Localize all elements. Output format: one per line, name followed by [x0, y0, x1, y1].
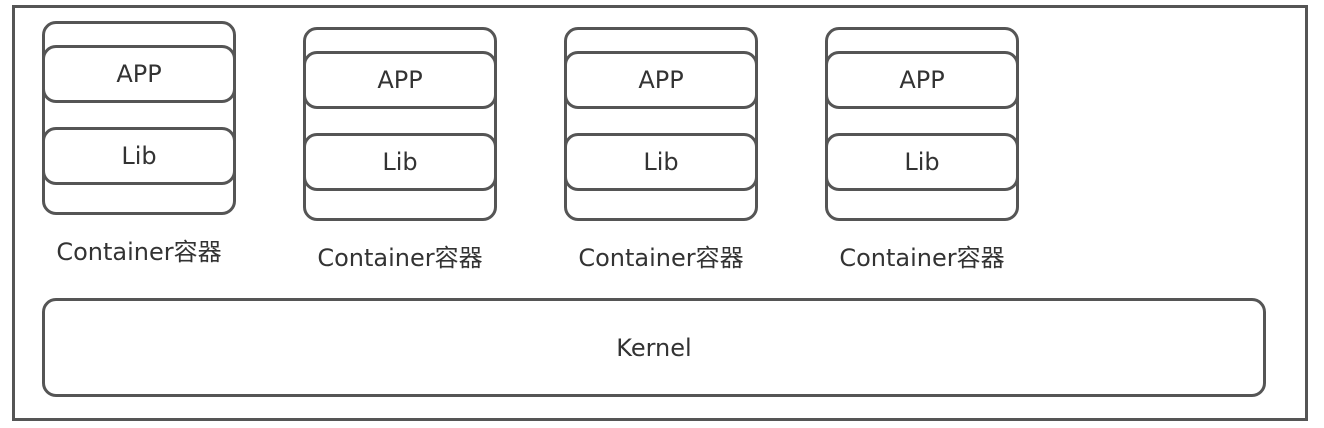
- container-label: Container容器: [317, 244, 483, 272]
- container-box-2: APP Lib: [303, 27, 497, 221]
- container-label: Container容器: [839, 244, 1005, 272]
- app-layer: APP: [564, 51, 758, 109]
- lib-layer: Lib: [42, 127, 236, 185]
- app-layer: APP: [825, 51, 1019, 109]
- container-box-3: APP Lib: [564, 27, 758, 221]
- app-layer: APP: [303, 51, 497, 109]
- kernel-layer: Kernel: [42, 298, 1266, 397]
- lib-layer: Lib: [564, 133, 758, 191]
- container-box-1: APP Lib: [42, 21, 236, 215]
- app-layer: APP: [42, 45, 236, 103]
- container-label: Container容器: [578, 244, 744, 272]
- lib-layer: Lib: [303, 133, 497, 191]
- container-box-4: APP Lib: [825, 27, 1019, 221]
- lib-layer: Lib: [825, 133, 1019, 191]
- kernel-label: Kernel: [616, 333, 692, 362]
- container-label: Container容器: [56, 238, 222, 266]
